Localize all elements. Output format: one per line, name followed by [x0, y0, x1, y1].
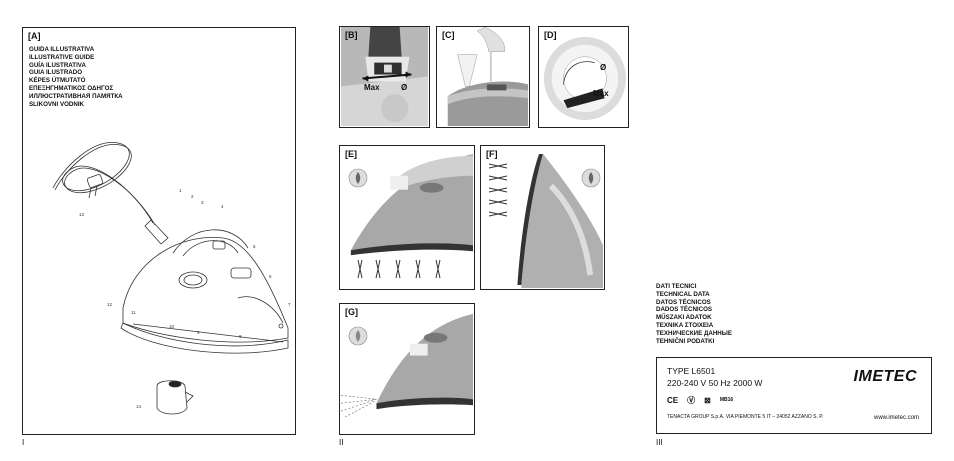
brand-logo: IMETEC	[853, 368, 917, 385]
callout-12: 12	[107, 302, 113, 307]
tech-title: MŰSZAKI ADATOK	[656, 314, 712, 322]
panel-d: [D] Ø Max	[538, 26, 629, 128]
vertical-steam-jets-icon	[488, 163, 508, 217]
tech-title: TEHNIČNI PODATKI	[656, 337, 715, 345]
page-number-2: II	[339, 438, 344, 447]
callout-6: 6	[269, 274, 272, 279]
panel-c-photo	[438, 27, 528, 126]
callout-4: 4	[221, 204, 224, 209]
spray-icon	[348, 326, 368, 346]
guide-title: GUIDA ILLUSTRATIVA	[29, 46, 95, 53]
panel-f-label: [F]	[486, 149, 498, 159]
model-type: TYPE L6501	[667, 366, 716, 376]
panel-a: [A] GUIDA ILLUSTRATIVA ILLUSTRATIVE GUID…	[22, 27, 296, 435]
steam-setting-icon	[348, 168, 368, 188]
electrical-rating: 220-240 V 50 Hz 2000 W	[667, 378, 763, 388]
spec-box: TYPE L6501 220-240 V 50 Hz 2000 W IMETEC…	[656, 357, 932, 434]
gost-mark-icon: MB16	[719, 397, 734, 403]
guide-title: KÉPES ÚTMUTATÓ	[29, 77, 86, 85]
manufacturer-address: TENACTA GROUP S.p.A. VIA PIEMONTE 5 IT –…	[667, 414, 824, 420]
panel-e-label: [E]	[345, 149, 357, 159]
guide-title-list: GUIDA ILLUSTRATIVA ILLUSTRATIVE GUIDE GU…	[29, 46, 123, 108]
panel-d-min-label: Ø	[600, 63, 607, 72]
panel-b-max-label: Max	[364, 83, 380, 92]
panel-g: [G]	[339, 303, 475, 435]
panel-g-photo	[341, 304, 473, 433]
panel-c: [C]	[436, 26, 530, 128]
panel-b-min-label: Ø	[401, 83, 408, 92]
callout-8: 8	[239, 334, 242, 339]
panel-b-photo	[341, 27, 428, 126]
tech-title: DADOS TÉCNICOS	[656, 306, 713, 314]
guide-title: ИЛЛЮСТРАТИВНАЯ ПАМЯТКА	[29, 92, 123, 100]
tech-title: DATOS TÉCNICOS	[656, 298, 711, 306]
callout-11: 11	[131, 310, 136, 315]
guide-title: ΕΠΕΞΗΓΗΜΑΤΙΚΟΣ ΟΔΗΓΟΣ	[29, 84, 114, 92]
measuring-cup-drawing	[156, 380, 194, 415]
guide-title: GUÍA ILUSTRATIVA	[29, 61, 86, 69]
panel-a-label: [A]	[28, 31, 41, 41]
panel-c-label: [C]	[442, 30, 455, 40]
steam-setting-icon	[581, 168, 601, 188]
callout-13: 13	[79, 212, 85, 217]
callout-7: 7	[288, 302, 291, 307]
page-number-3: III	[656, 438, 663, 447]
panel-e: [E]	[339, 145, 475, 290]
website-link[interactable]: www.imetec.com	[873, 415, 919, 421]
iron-line-drawing	[52, 142, 289, 354]
page-number-1: I	[22, 438, 25, 447]
tech-title: ΤΕΧΝΙΚΑ ΣΤΟΙΧΕΙΑ	[656, 321, 714, 329]
steam-jets-icon	[357, 259, 441, 279]
panel-b: [B] [B] Max Ø	[339, 26, 430, 128]
callout-1: 1	[179, 188, 182, 193]
guide-title: ILLUSTRATIVE GUIDE	[29, 53, 95, 61]
callout-14: 14	[136, 404, 142, 409]
tech-title: DATI TECNICI	[656, 283, 697, 290]
tech-title-list: DATI TECNICI TECHNICAL DATA DATOS TÉCNIC…	[656, 283, 732, 345]
panel-e-photo	[341, 146, 473, 288]
panel-d-max-label: Max	[593, 89, 609, 98]
guide-title: SLIKOVNI VODNIK	[29, 100, 85, 108]
callout-10: 10	[169, 324, 175, 329]
safety-mark-icon: Ⓥ	[687, 395, 696, 405]
callout-9: 9	[197, 330, 200, 335]
callout-3: 3	[201, 200, 204, 205]
guide-title: GUIA ILUSTRADO	[29, 69, 83, 77]
weee-bin-icon: ⊠	[704, 395, 711, 405]
certification-marks: CE Ⓥ ⊠ MB16	[667, 391, 733, 409]
tech-title: TECHNICAL DATA	[656, 290, 710, 298]
tech-title: ТЕХНИЧЕСКИЕ ДАННЫЕ	[656, 329, 732, 337]
panel-g-label: [G]	[345, 307, 358, 317]
panel-b-label-overlay: [B]	[345, 30, 358, 40]
panel-d-label: [D]	[544, 30, 557, 40]
panel-d-photo	[540, 27, 627, 126]
callout-2: 2	[191, 194, 194, 199]
panel-f-photo	[482, 146, 603, 288]
ce-mark-icon: CE	[667, 395, 679, 405]
panel-f: [F]	[480, 145, 605, 290]
callout-5: 5	[253, 244, 256, 249]
